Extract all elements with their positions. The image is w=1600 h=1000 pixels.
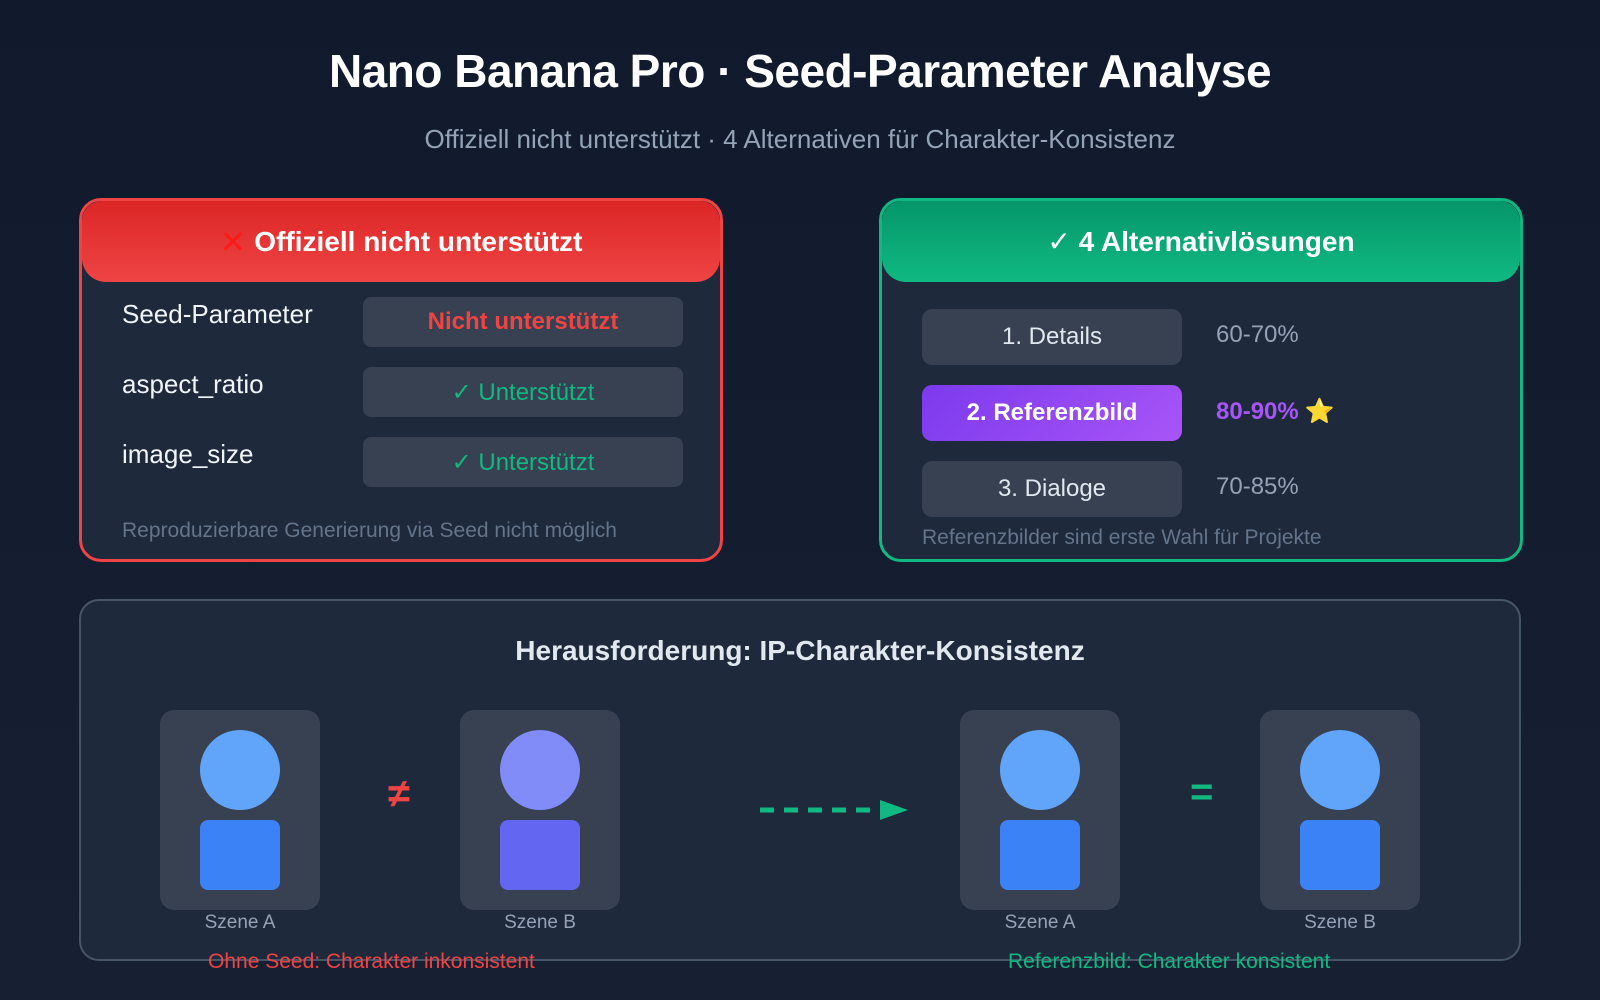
star-icon: ⭐ <box>1304 398 1335 425</box>
param-label: image_size <box>122 439 254 469</box>
scene-card-left-a <box>160 710 320 910</box>
character-head-icon <box>1300 730 1380 810</box>
param-label: Seed-Parameter <box>122 299 313 329</box>
alternatives-note: Referenzbilder sind erste Wahl für Proje… <box>922 526 1322 549</box>
alternative-item-dialoge: 3. Dialoge 70-85% <box>882 461 1520 517</box>
alternatives-card-title: ✓ 4 Alternativlösungen <box>1047 226 1355 257</box>
scene-label: Szene B <box>1304 912 1376 933</box>
caption-inconsistent: Ohne Seed: Charakter inkonsistent <box>208 950 535 973</box>
not-equal-icon: ≠ <box>388 772 410 816</box>
caption-consistent: Referenzbild: Charakter konsistent <box>1008 950 1331 973</box>
page-subtitle: Offiziell nicht unterstützt · 4 Alternat… <box>424 124 1176 154</box>
alternative-rate: 80-90% <box>1216 398 1299 425</box>
param-label: aspect_ratio <box>122 369 264 399</box>
scene-card-right-a <box>960 710 1120 910</box>
character-body-icon <box>200 820 280 890</box>
alternative-label: 1. Details <box>922 309 1182 365</box>
alternatives-card: ✓ 4 Alternativlösungen 1. Details 60-70%… <box>879 198 1523 562</box>
unsupported-card: ✕ Offiziell nicht unterstützt Seed-Param… <box>79 198 723 562</box>
character-body-icon <box>1300 820 1380 890</box>
character-body-icon <box>500 820 580 890</box>
character-body-icon <box>1000 820 1080 890</box>
param-status-badge: ✓ Unterstützt <box>363 437 683 487</box>
alternative-rate: 70-85% <box>1216 473 1299 500</box>
character-head-icon <box>1000 730 1080 810</box>
alternative-label: 2. Referenzbild <box>922 385 1182 441</box>
unsupported-note: Reproduzierbare Generierung via Seed nic… <box>122 519 617 542</box>
scene-card-left-b <box>460 710 620 910</box>
scene-label: Szene A <box>1004 912 1076 933</box>
param-status-badge: ✓ Unterstützt <box>363 367 683 417</box>
alternative-rate-wrap: 80-90%⭐ <box>1216 397 1335 426</box>
alternatives-card-header: ✓ 4 Alternativlösungen <box>882 201 1520 282</box>
alternative-rate: 60-70% <box>1216 321 1299 348</box>
param-status-badge: Nicht unterstützt <box>363 297 683 347</box>
alternative-item-details: 1. Details 60-70% <box>882 309 1520 365</box>
cross-mark-icon: ✕ <box>219 223 247 260</box>
character-head-icon <box>500 730 580 810</box>
scene-label: Szene A <box>204 912 276 933</box>
scene-card-right-b <box>1260 710 1420 910</box>
param-row-seed: Seed-Parameter Nicht unterstützt <box>82 297 720 347</box>
scene-label: Szene B <box>504 912 576 933</box>
alternative-item-referenzbild: 2. Referenzbild 80-90%⭐ <box>882 385 1520 441</box>
alternative-label: 3. Dialoge <box>922 461 1182 517</box>
page-title: Nano Banana Pro · Seed-Parameter Analyse <box>328 45 1272 97</box>
param-row-image-size: image_size ✓ Unterstützt <box>82 437 720 487</box>
dashed-arrow-icon <box>760 800 908 820</box>
unsupported-card-header: ✕ Offiziell nicht unterstützt <box>82 201 720 282</box>
unsupported-card-title: Offiziell nicht unterstützt <box>254 225 583 257</box>
challenge-title: Herausforderung: IP-Charakter-Konsistenz <box>515 635 1085 666</box>
character-head-icon <box>200 730 280 810</box>
equal-icon: = <box>1190 770 1214 814</box>
param-row-aspect-ratio: aspect_ratio ✓ Unterstützt <box>82 367 720 417</box>
